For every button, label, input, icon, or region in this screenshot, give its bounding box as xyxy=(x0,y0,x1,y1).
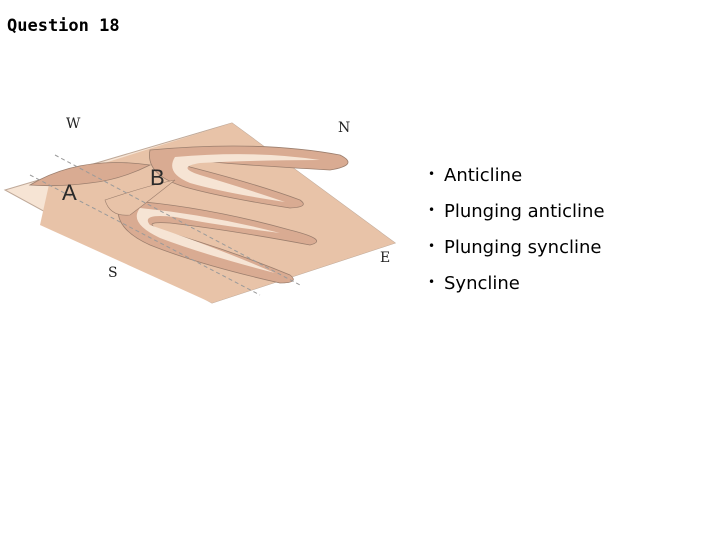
compass-west: W xyxy=(66,116,81,132)
answer-options: • Anticline • Plunging anticline • Plunging… xyxy=(428,158,605,302)
option-label: Plunging syncline xyxy=(444,237,602,258)
question-title: Question 18 xyxy=(7,16,120,36)
bullet-icon: • xyxy=(428,203,436,217)
fold-axis-2 xyxy=(29,174,261,296)
option-label: Plunging anticline xyxy=(444,201,605,222)
compass-north: N xyxy=(338,120,351,136)
fold-core-upper xyxy=(172,154,320,202)
fold-nose-left xyxy=(28,162,152,187)
bullet-icon: • xyxy=(428,239,436,253)
option-syncline[interactable]: • Syncline xyxy=(428,266,605,302)
compass-south: S xyxy=(108,265,118,281)
option-anticline[interactable]: • Anticline xyxy=(428,158,605,194)
option-label: Syncline xyxy=(444,273,520,294)
bullet-icon: • xyxy=(428,275,436,289)
label-a: A xyxy=(62,180,77,205)
fold-block-diagram: A B xyxy=(0,105,400,315)
fold-core-middle xyxy=(136,208,280,273)
fold-axis-1 xyxy=(54,154,301,286)
option-plunging-syncline[interactable]: • Plunging syncline xyxy=(428,230,605,266)
compass-east: E xyxy=(380,250,391,266)
geologic-map-svg: A B xyxy=(3,122,397,304)
label-b: B xyxy=(150,165,165,190)
option-label: Anticline xyxy=(444,165,523,186)
bullet-icon: • xyxy=(428,167,436,181)
fold-nose-b xyxy=(104,179,176,216)
option-plunging-anticline[interactable]: • Plunging anticline xyxy=(428,194,605,230)
